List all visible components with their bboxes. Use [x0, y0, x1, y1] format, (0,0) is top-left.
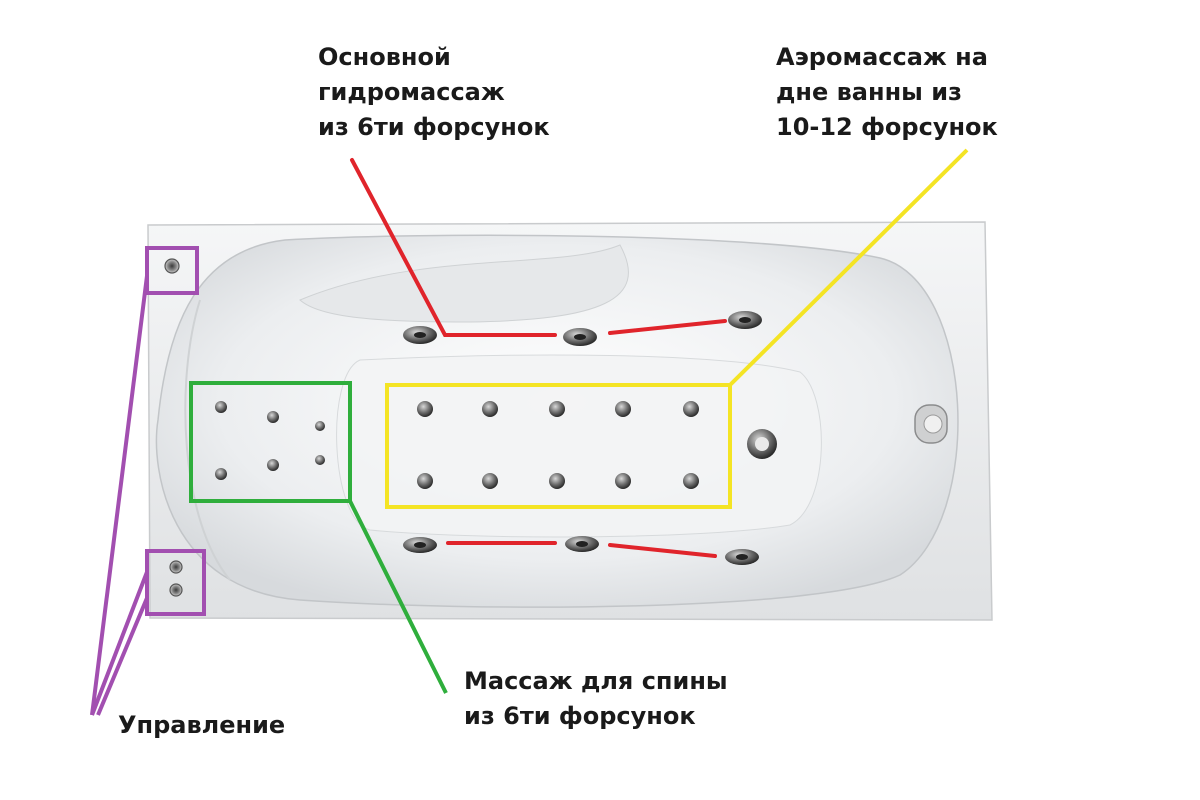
air-jet-icon	[417, 401, 433, 417]
label-line: Аэромассаж на	[776, 43, 988, 71]
label-line: из 6ти форсунок	[318, 113, 550, 141]
bathtub-inner-floor	[336, 354, 822, 538]
callout-aero	[385, 148, 969, 509]
air-jet-icon	[549, 401, 565, 417]
label-aero: Аэромассаж на дне ванны из 10-12 форсуно…	[776, 40, 998, 145]
hydro-jets	[403, 311, 762, 565]
jet-nozzle-icon	[728, 311, 762, 329]
jet-nozzle-icon	[563, 328, 597, 346]
air-jet-icon	[549, 473, 565, 489]
label-line: гидромассаж	[318, 78, 505, 106]
jet-nozzle-icon	[267, 411, 279, 423]
callout-control	[90, 246, 206, 716]
jet-nozzle-icon	[215, 468, 227, 480]
air-jet-icon	[615, 401, 631, 417]
jet-nozzle-icon	[215, 401, 227, 413]
label-main-hydro: Основной гидромассаж из 6ти форсунок	[318, 40, 550, 145]
drain-icon	[747, 429, 777, 459]
overflow-icon	[914, 404, 948, 444]
air-jet-icon	[683, 401, 699, 417]
control-knob-icon	[164, 258, 180, 274]
air-jet-icon	[417, 473, 433, 489]
jet-nozzle-icon	[315, 455, 325, 465]
label-line: Основной	[318, 43, 451, 71]
jet-nozzle-icon	[403, 537, 437, 553]
callout-back	[189, 381, 448, 694]
callout-main-hydro	[350, 158, 727, 558]
label-line: Управление	[118, 711, 286, 739]
air-jet-icon	[683, 473, 699, 489]
label-line: 10-12 форсунок	[776, 113, 998, 141]
control-knob-icon	[169, 583, 183, 597]
aero-jets	[417, 401, 699, 489]
air-jet-icon	[615, 473, 631, 489]
air-jet-icon	[482, 473, 498, 489]
label-line: из 6ти форсунок	[464, 702, 696, 730]
air-jet-icon	[482, 401, 498, 417]
label-line: дне ванны из	[776, 78, 962, 106]
jet-nozzle-icon	[565, 536, 599, 552]
jet-nozzle-icon	[315, 421, 325, 431]
label-control: Управление	[118, 708, 285, 743]
jet-nozzle-icon	[267, 459, 279, 471]
jet-nozzle-icon	[403, 326, 437, 344]
control-knob-icon	[169, 560, 183, 574]
label-line: Массаж для спины	[464, 667, 728, 695]
back-jets	[215, 401, 325, 480]
jet-nozzle-icon	[725, 549, 759, 565]
backrest-curve	[184, 299, 231, 581]
headrest-shape	[299, 244, 629, 323]
label-back: Массаж для спины из 6ти форсунок	[464, 664, 728, 734]
